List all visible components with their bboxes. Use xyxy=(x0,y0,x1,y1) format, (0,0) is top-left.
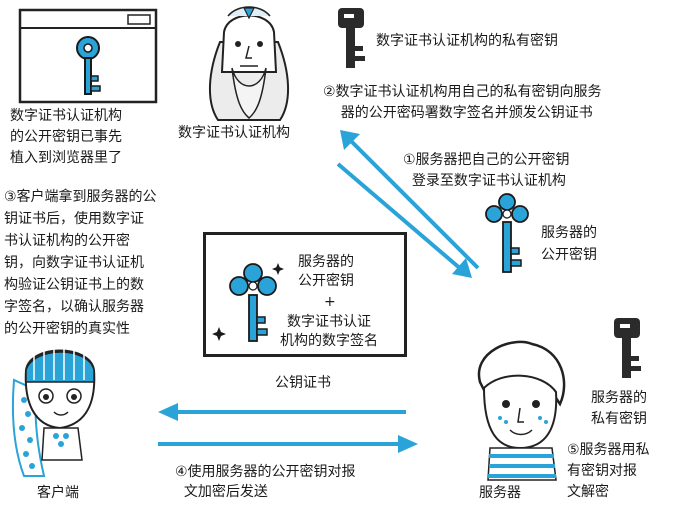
certificate-signature-text: 数字证书认证 机构的数字签名 xyxy=(280,314,378,349)
certificate-caption: 公钥证书 xyxy=(275,375,331,391)
ca-character-icon xyxy=(209,6,289,121)
client-server-arrows xyxy=(158,403,418,453)
step2-text: ②数字证书认证机构用自己的私有密钥向服务 器的公开密码署数字签名并颁发公钥证书 xyxy=(323,84,602,121)
client-label: 客户端 xyxy=(37,485,79,501)
server-public-key-icon xyxy=(485,193,529,273)
sparkle-icon xyxy=(212,327,226,341)
ca-private-key-icon xyxy=(338,8,365,68)
server-private-key-label: 服务器的 私有密钥 xyxy=(591,390,647,427)
step4-text: ④使用服务器的公开密钥对报 文加密后发送 xyxy=(175,464,356,500)
step1-text: ①服务器把自己的公开密钥 登录至数字证书认证机构 xyxy=(403,152,570,189)
server-label: 服务器 xyxy=(479,485,521,501)
ca-server-arrows xyxy=(336,130,480,278)
client-character-icon xyxy=(11,348,96,477)
ca-label: 数字证书认证机构 xyxy=(178,125,290,141)
server-public-key-label: 服务器的 公开密钥 xyxy=(541,225,597,263)
step5-text: ⑤服务器用私 有密钥对报 文解密 xyxy=(567,442,650,500)
step3-text: ③客户端拿到服务器的公 钥证书后，使用数字证 书认证机构的公开密 钥，向数字证书… xyxy=(4,189,157,337)
sparkle-icon xyxy=(272,263,284,275)
certificate-server-key-text: 服务器的 公开密钥 xyxy=(298,254,354,289)
server-character-icon xyxy=(477,340,566,481)
server-private-key-icon xyxy=(614,318,641,378)
browser-key-note: 数字证书认证机构 的公开密钥已事先 植入到浏览器里了 xyxy=(10,108,122,166)
ca-private-key-label: 数字证书认证机构的私有密钥 xyxy=(376,33,558,49)
ca-public-key-icon xyxy=(76,36,101,95)
certificate-plus: + xyxy=(324,294,336,310)
certificate-key-icon xyxy=(229,263,277,342)
public-key-certificate: 服务器的 公开密钥 + 数字证书认证 机构的数字签名 xyxy=(203,232,407,357)
